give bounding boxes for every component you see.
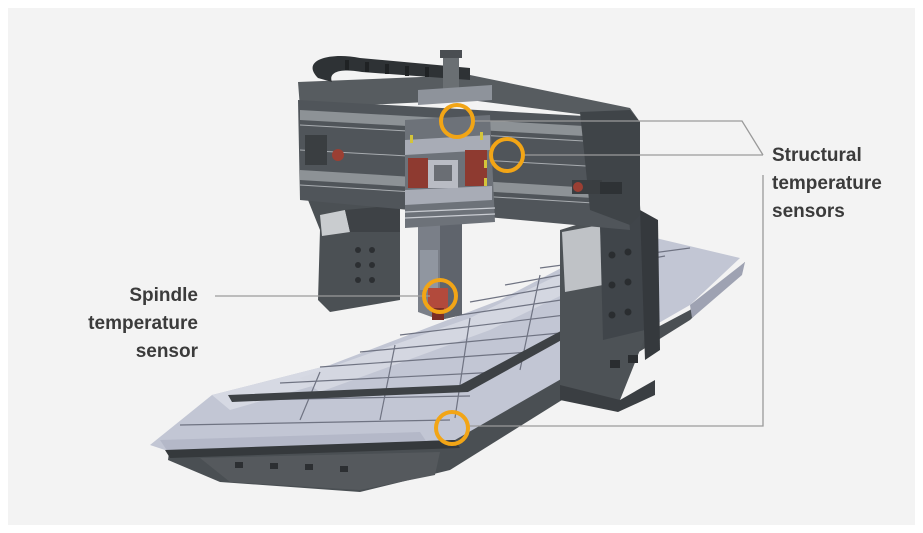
structural-label-line-3: sensors — [772, 201, 845, 222]
structural-sensor-ring-top — [439, 103, 475, 139]
spindle-label-line-3: sensor — [135, 341, 198, 362]
spindle-sensor-label: Spindle temperature sensor — [60, 282, 198, 366]
sensor-markers — [422, 103, 525, 446]
right-column — [560, 205, 660, 412]
spindle-sensor-ring — [422, 278, 458, 314]
spindle-label-line-1: Spindle — [129, 285, 198, 306]
structural-sensor-ring-beam — [489, 137, 525, 173]
structural-sensors-label: Structural temperature sensors — [772, 142, 882, 226]
structural-label-line-1: Structural — [772, 145, 862, 166]
left-column — [300, 180, 400, 312]
spindle-label-line-2: temperature — [88, 313, 198, 334]
structural-label-line-2: temperature — [772, 173, 882, 194]
structural-sensor-ring-bed — [434, 410, 470, 446]
leader-lines — [215, 120, 764, 427]
spindle-head — [404, 50, 496, 320]
